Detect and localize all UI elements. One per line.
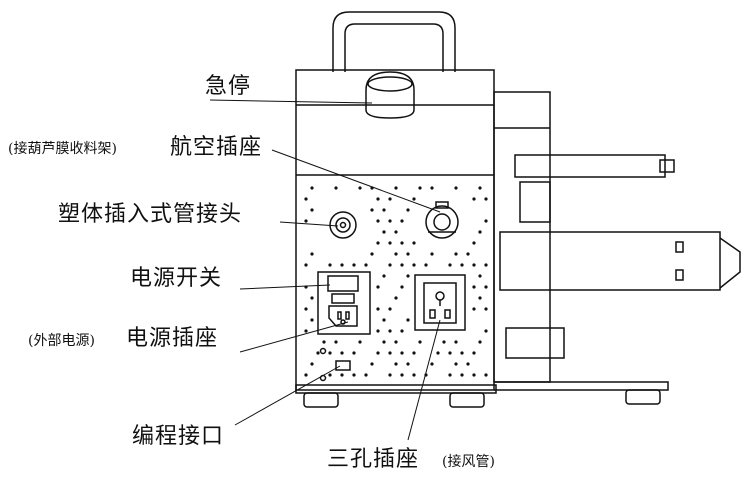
power-switch-module-drawing xyxy=(317,271,371,335)
carry-handle xyxy=(332,11,456,72)
emergency-stop-button-drawing xyxy=(365,71,415,119)
machine-feet xyxy=(303,392,485,408)
label-three-hole-socket: 三孔插座 xyxy=(327,447,420,472)
label-three-hole-socket-note: (接风管) xyxy=(442,454,495,470)
aviation-socket-drawing xyxy=(425,201,459,239)
leader-three-hole-socket xyxy=(407,319,441,441)
label-programming-port: 编程接口 xyxy=(132,424,225,449)
label-emergency-stop: 急停 xyxy=(205,74,252,99)
label-power-switch: 电源开关 xyxy=(130,266,223,291)
label-power-socket-note: (外部电源) xyxy=(28,333,95,349)
label-aviation-socket-note: (接葫芦膜收料架) xyxy=(8,141,117,157)
leader-programming-port xyxy=(234,365,341,426)
leader-lines xyxy=(209,99,441,441)
label-pipe-connector: 塑体插入式管接头 xyxy=(58,202,243,227)
leader-aviation-socket xyxy=(271,149,441,213)
leader-emergency-stop xyxy=(209,99,373,104)
programming-port-drawing xyxy=(319,347,351,382)
three-hole-socket-drawing xyxy=(414,274,466,331)
leader-power-socket xyxy=(239,321,349,353)
vent-holes xyxy=(304,186,488,377)
leader-power-switch xyxy=(239,284,331,290)
label-aviation-socket: 航空插座 xyxy=(170,135,263,160)
leader-pipe-connector xyxy=(279,221,339,227)
side-assembly xyxy=(493,91,741,405)
label-power-socket: 电源插座 xyxy=(126,326,219,351)
pipe-connector-drawing xyxy=(329,211,357,239)
